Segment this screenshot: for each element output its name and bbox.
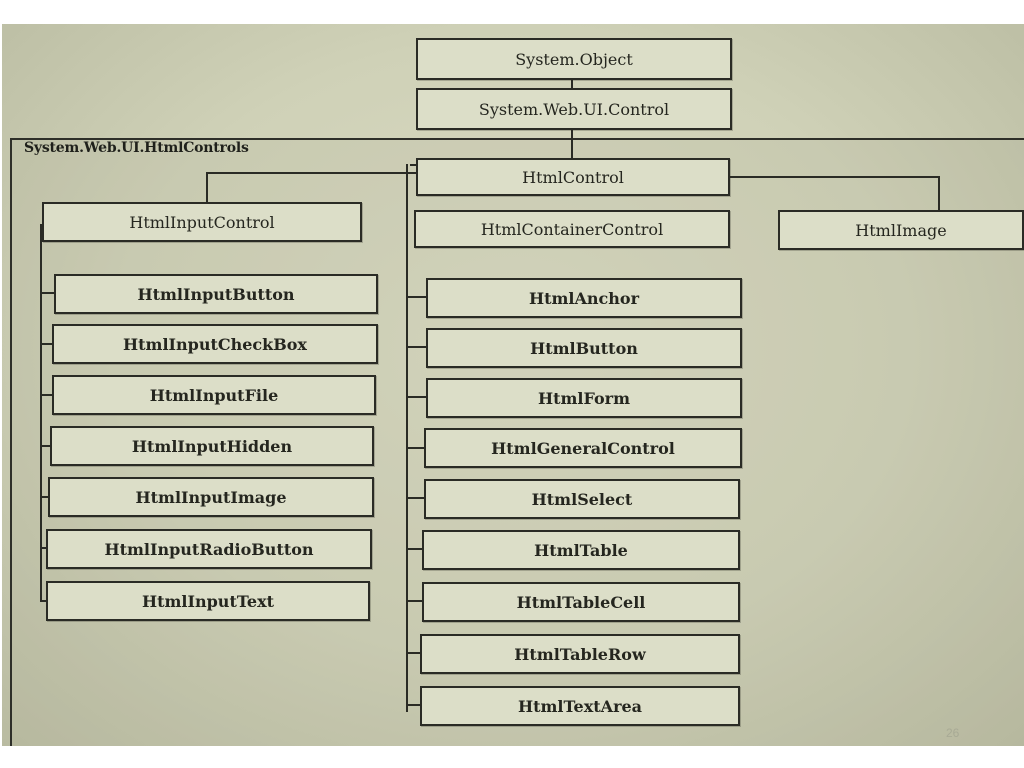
- htmltablecell-node: HtmlTableCell: [422, 582, 740, 622]
- system-web-ui-control-node: System.Web.UI.Control: [416, 88, 732, 130]
- htmlinputfile-node: HtmlInputFile: [52, 375, 376, 415]
- diagram-photo: System.Web.UI.HtmlControls System.Object…: [2, 24, 1024, 746]
- htmlgeneralcontrol-node: HtmlGeneralControl: [424, 428, 742, 468]
- branch-tick: [406, 447, 426, 449]
- connector-input-drop: [206, 172, 208, 204]
- htmlcontainercontrol-node: HtmlContainerControl: [414, 210, 730, 248]
- htmlinputradiobutton-node: HtmlInputRadioButton: [46, 529, 372, 569]
- htmlinputcontrol-node: HtmlInputControl: [42, 202, 362, 242]
- htmlanchor-node: HtmlAnchor: [426, 278, 742, 318]
- htmlinputhidden-node: HtmlInputHidden: [50, 426, 374, 466]
- htmltable-node: HtmlTable: [422, 530, 740, 570]
- branch-tick: [406, 652, 426, 654]
- branch-tick: [40, 292, 54, 294]
- connector-container-spine: [406, 164, 408, 712]
- connector-htmlcontrol-right: [730, 176, 940, 178]
- branch-tick: [40, 394, 54, 396]
- htmlcontrol-node: HtmlControl: [416, 158, 730, 196]
- branch-tick: [406, 704, 426, 706]
- htmlinputcheckbox-node: HtmlInputCheckBox: [52, 324, 378, 364]
- branch-tick: [40, 445, 54, 447]
- branch-tick: [406, 396, 426, 398]
- branch-tick: [40, 496, 54, 498]
- namespace-label: System.Web.UI.HtmlControls: [24, 140, 249, 156]
- branch-tick: [406, 296, 426, 298]
- branch-tick: [406, 548, 426, 550]
- htmlinputtext-node: HtmlInputText: [46, 581, 370, 621]
- connector-control-htmlcontrol: [571, 128, 573, 160]
- branch-tick: [40, 343, 54, 345]
- connector-htmlcontrol-left: [206, 172, 416, 174]
- htmlinputbutton-node: HtmlInputButton: [54, 274, 378, 314]
- htmlimage-node: HtmlImage: [778, 210, 1024, 250]
- htmlform-node: HtmlForm: [426, 378, 742, 418]
- page-number: 26: [946, 726, 960, 740]
- branch-tick: [406, 600, 426, 602]
- branch-tick: [406, 346, 426, 348]
- connector-htmlcontrol-left-stub: [410, 164, 416, 166]
- connector-image-drop: [938, 176, 940, 212]
- connector-root-control: [571, 80, 573, 90]
- htmlbutton-node: HtmlButton: [426, 328, 742, 368]
- htmltextarea-node: HtmlTextArea: [420, 686, 740, 726]
- branch-tick: [406, 497, 426, 499]
- htmlselect-node: HtmlSelect: [424, 479, 740, 519]
- htmlinputimage-node: HtmlInputImage: [48, 477, 374, 517]
- connector-input-spine: [40, 224, 42, 602]
- htmltablerow-node: HtmlTableRow: [420, 634, 740, 674]
- system-object-node: System.Object: [416, 38, 732, 80]
